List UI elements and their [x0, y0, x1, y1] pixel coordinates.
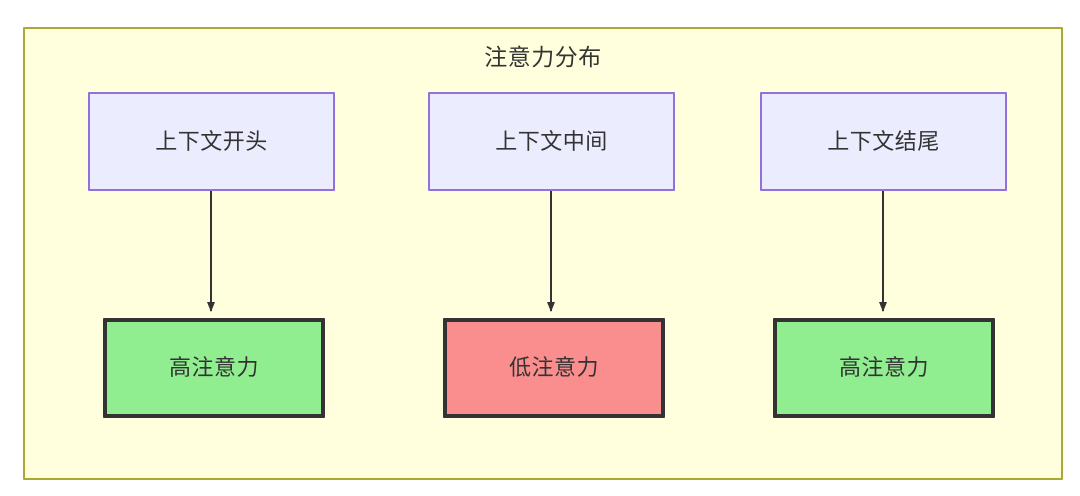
node-context-start[interactable]: 上下文开头 [88, 92, 335, 191]
node-context-start-label: 上下文开头 [155, 128, 268, 154]
node-context-middle[interactable]: 上下文中间 [428, 92, 675, 191]
node-attention-end-label: 高注意力 [838, 355, 929, 380]
node-attention-end[interactable]: 高注意力 [773, 318, 995, 418]
node-context-end-label: 上下文结尾 [827, 128, 940, 154]
node-attention-middle[interactable]: 低注意力 [443, 318, 665, 418]
node-context-middle-label: 上下文中间 [495, 128, 608, 154]
node-context-end[interactable]: 上下文结尾 [760, 92, 1007, 191]
node-attention-start[interactable]: 高注意力 [103, 318, 325, 418]
node-attention-start-label: 高注意力 [168, 355, 259, 380]
subgraph-title: 注意力分布 [484, 44, 602, 70]
node-attention-middle-label: 低注意力 [508, 355, 599, 380]
